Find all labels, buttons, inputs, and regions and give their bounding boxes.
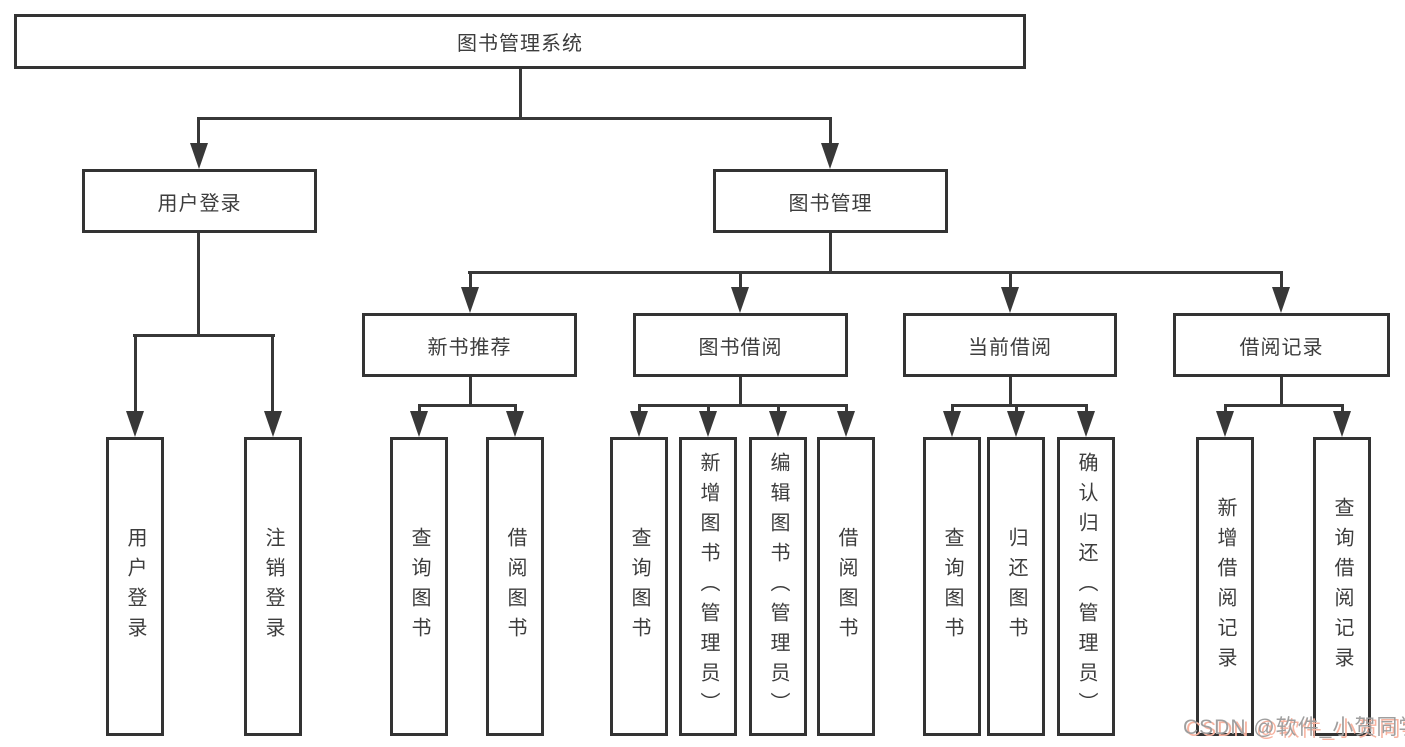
connector-line — [739, 271, 742, 289]
csdn-watermark: CSDN @软件_小贺同学 — [1183, 716, 1405, 739]
node-book-borrow: 图书借阅 — [633, 313, 848, 377]
leaf-add-books-admin-label: 新增图书（管理员） — [697, 451, 719, 722]
arrow-down-icon — [769, 411, 787, 437]
node-new-book-recommend-label: 新书推荐 — [427, 336, 512, 359]
connector-line — [197, 117, 831, 120]
leaf-user-login: 用户登录 — [106, 437, 164, 736]
arrow-down-icon — [506, 411, 524, 437]
leaf-add-borrow-record: 新增借阅记录 — [1196, 437, 1254, 736]
arrow-down-icon — [943, 411, 961, 437]
arrow-down-icon — [1007, 411, 1025, 437]
connector-line — [519, 69, 522, 119]
connector-line — [1224, 404, 1344, 407]
leaf-return-books-label: 归还图书 — [1005, 526, 1027, 647]
connector-line — [469, 377, 472, 406]
leaf-edit-books-admin: 编辑图书（管理员） — [749, 437, 807, 736]
connector-line — [951, 404, 1088, 407]
connector-line — [271, 334, 274, 413]
connector-line — [1224, 404, 1227, 414]
leaf-user-login-label: 用户登录 — [124, 526, 146, 647]
connector-line — [951, 404, 954, 414]
arrow-down-icon — [410, 411, 428, 437]
connector-line — [514, 404, 517, 414]
leaf-borrow-books: 借阅图书 — [817, 437, 875, 736]
node-library-system-label: 图书管理系统 — [457, 33, 583, 55]
arrow-down-icon — [126, 411, 144, 437]
leaf-return-books: 归还图书 — [987, 437, 1045, 736]
connector-line — [777, 404, 780, 414]
leaf-query-books-borrow: 查询图书 — [610, 437, 668, 736]
leaf-query-books-borrow-label: 查询图书 — [628, 526, 650, 647]
node-book-management-label: 图书管理 — [788, 192, 873, 215]
arrow-down-icon — [190, 143, 208, 169]
node-library-system: 图书管理系统 — [14, 14, 1026, 69]
connector-line — [1015, 404, 1018, 414]
arrow-down-icon — [1216, 411, 1234, 437]
connector-line — [638, 404, 848, 407]
arrow-down-icon — [1077, 411, 1095, 437]
arrow-down-icon — [461, 287, 479, 313]
node-user-login: 用户登录 — [82, 169, 317, 233]
leaf-add-borrow-record-label: 新增借阅记录 — [1214, 496, 1236, 677]
node-borrow-record-label: 借阅记录 — [1239, 336, 1324, 359]
leaf-query-books-recommend-label: 查询图书 — [408, 526, 430, 647]
arrow-down-icon — [1001, 287, 1019, 313]
connector-line — [469, 271, 472, 289]
node-user-login-label: 用户登录 — [157, 192, 242, 215]
arrow-down-icon — [837, 411, 855, 437]
node-current-borrow-label: 当前借阅 — [968, 336, 1052, 359]
arrow-down-icon — [731, 287, 749, 313]
leaf-query-books-current-label: 查询图书 — [941, 526, 963, 647]
leaf-confirm-return-admin-label: 确认归还（管理员） — [1075, 451, 1097, 722]
connector-line — [638, 404, 641, 414]
connector-line — [418, 404, 421, 414]
arrow-down-icon — [821, 143, 839, 169]
connector-line — [1280, 377, 1283, 406]
leaf-query-borrow-record-label: 查询借阅记录 — [1331, 496, 1353, 677]
node-new-book-recommend: 新书推荐 — [362, 313, 577, 377]
connector-line — [197, 233, 200, 336]
connector-line — [1280, 271, 1283, 289]
arrow-down-icon — [264, 411, 282, 437]
connector-line — [468, 271, 1283, 274]
arrow-down-icon — [1333, 411, 1351, 437]
connector-line — [133, 334, 275, 337]
leaf-confirm-return-admin: 确认归还（管理员） — [1057, 437, 1115, 736]
leaf-borrow-books-recommend: 借阅图书 — [486, 437, 544, 736]
leaf-borrow-books-recommend-label: 借阅图书 — [504, 526, 526, 647]
connector-line — [829, 117, 832, 145]
connector-line — [829, 233, 832, 274]
connector-line — [1085, 404, 1088, 414]
leaf-add-books-admin: 新增图书（管理员） — [679, 437, 737, 736]
node-current-borrow: 当前借阅 — [903, 313, 1117, 377]
connector-line — [197, 117, 200, 145]
connector-line — [845, 404, 848, 414]
leaf-borrow-books-label: 借阅图书 — [835, 526, 857, 647]
node-book-borrow-label: 图书借阅 — [698, 336, 783, 359]
leaf-query-borrow-record: 查询借阅记录 — [1313, 437, 1371, 736]
connector-line — [707, 404, 710, 414]
arrow-down-icon — [699, 411, 717, 437]
connector-line — [134, 334, 137, 413]
connector-line — [1341, 404, 1344, 414]
leaf-logout: 注销登录 — [244, 437, 302, 736]
arrow-down-icon — [630, 411, 648, 437]
node-book-management: 图书管理 — [713, 169, 948, 233]
connector-line — [418, 404, 517, 407]
connector-line — [1009, 377, 1012, 406]
arrow-down-icon — [1272, 287, 1290, 313]
leaf-logout-label: 注销登录 — [262, 526, 284, 647]
node-borrow-record: 借阅记录 — [1173, 313, 1390, 377]
leaf-edit-books-admin-label: 编辑图书（管理员） — [767, 451, 789, 722]
leaf-query-books-current: 查询图书 — [923, 437, 981, 736]
connector-line — [739, 377, 742, 406]
connector-line — [1009, 271, 1012, 289]
leaf-query-books-recommend: 查询图书 — [390, 437, 448, 736]
